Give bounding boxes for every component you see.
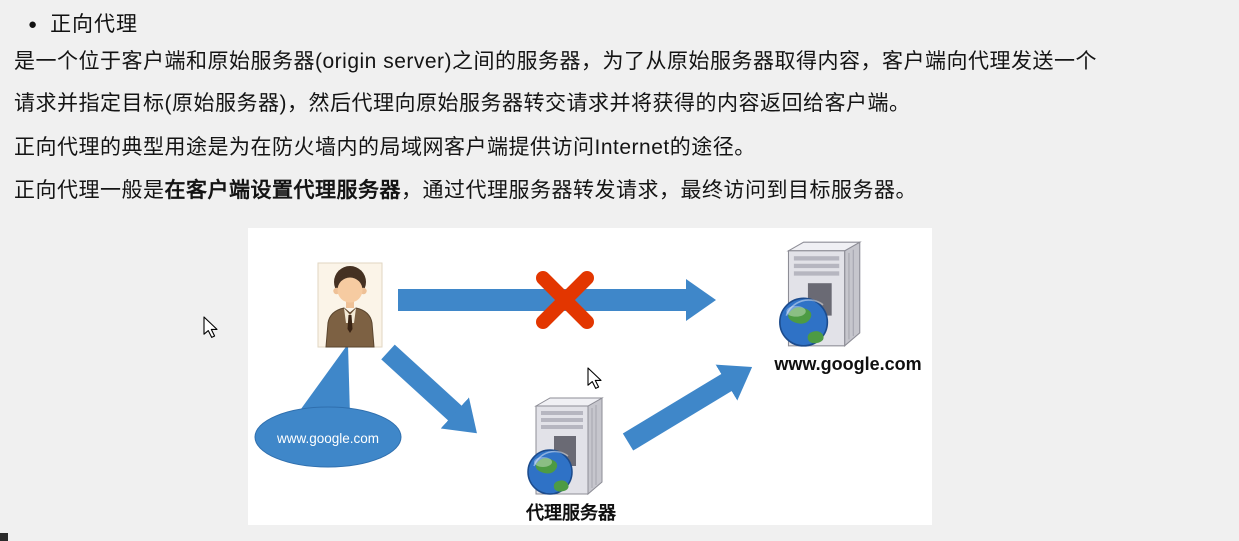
bullet-icon: ● <box>28 15 38 33</box>
origin-server-label: www.google.com <box>773 354 921 374</box>
client-user-icon <box>317 262 383 348</box>
bottom-left-corner-mark <box>0 533 8 541</box>
mouse-cursor-icon <box>203 316 218 338</box>
mouse-cursor-icon <box>587 367 602 389</box>
line4-bold: 在客户端设置代理服务器 <box>164 179 401 202</box>
proxy-server-label: 代理服务器 <box>525 502 617 523</box>
body-line-2: 请求并指定目标(原始服务器)，然后代理向原始服务器转交请求并将获得的内容返回给客… <box>14 92 911 115</box>
blocked-cross-icon <box>536 271 594 329</box>
forward-proxy-diagram: www.google.com <box>248 228 932 525</box>
arrow-proxy-to-origin <box>622 364 753 451</box>
section-heading: ● 正向代理 <box>28 8 138 38</box>
line4-prefix: 正向代理一般是 <box>14 179 165 202</box>
arrow-client-to-proxy <box>381 344 477 434</box>
origin-server-icon <box>779 241 861 347</box>
body-line-3: 正向代理的典型用途是为在防火墙内的局域网客户端提供访问Internet的途径。 <box>14 136 756 159</box>
body-line-4: 正向代理一般是在客户端设置代理服务器，通过代理服务器转发请求，最终访问到目标服务… <box>14 177 917 205</box>
section-title: 正向代理 <box>50 13 139 36</box>
body-line-1: 是一个位于客户端和原始服务器(origin server)之间的服务器，为了从原… <box>14 50 1098 73</box>
diagram-canvas: www.google.com <box>254 241 922 523</box>
client-bubble: www.google.com <box>254 344 402 468</box>
client-bubble-label: www.google.com <box>276 431 379 446</box>
proxy-server-icon <box>527 397 603 495</box>
line4-suffix: ，通过代理服务器转发请求，最终访问到目标服务器。 <box>401 179 917 202</box>
